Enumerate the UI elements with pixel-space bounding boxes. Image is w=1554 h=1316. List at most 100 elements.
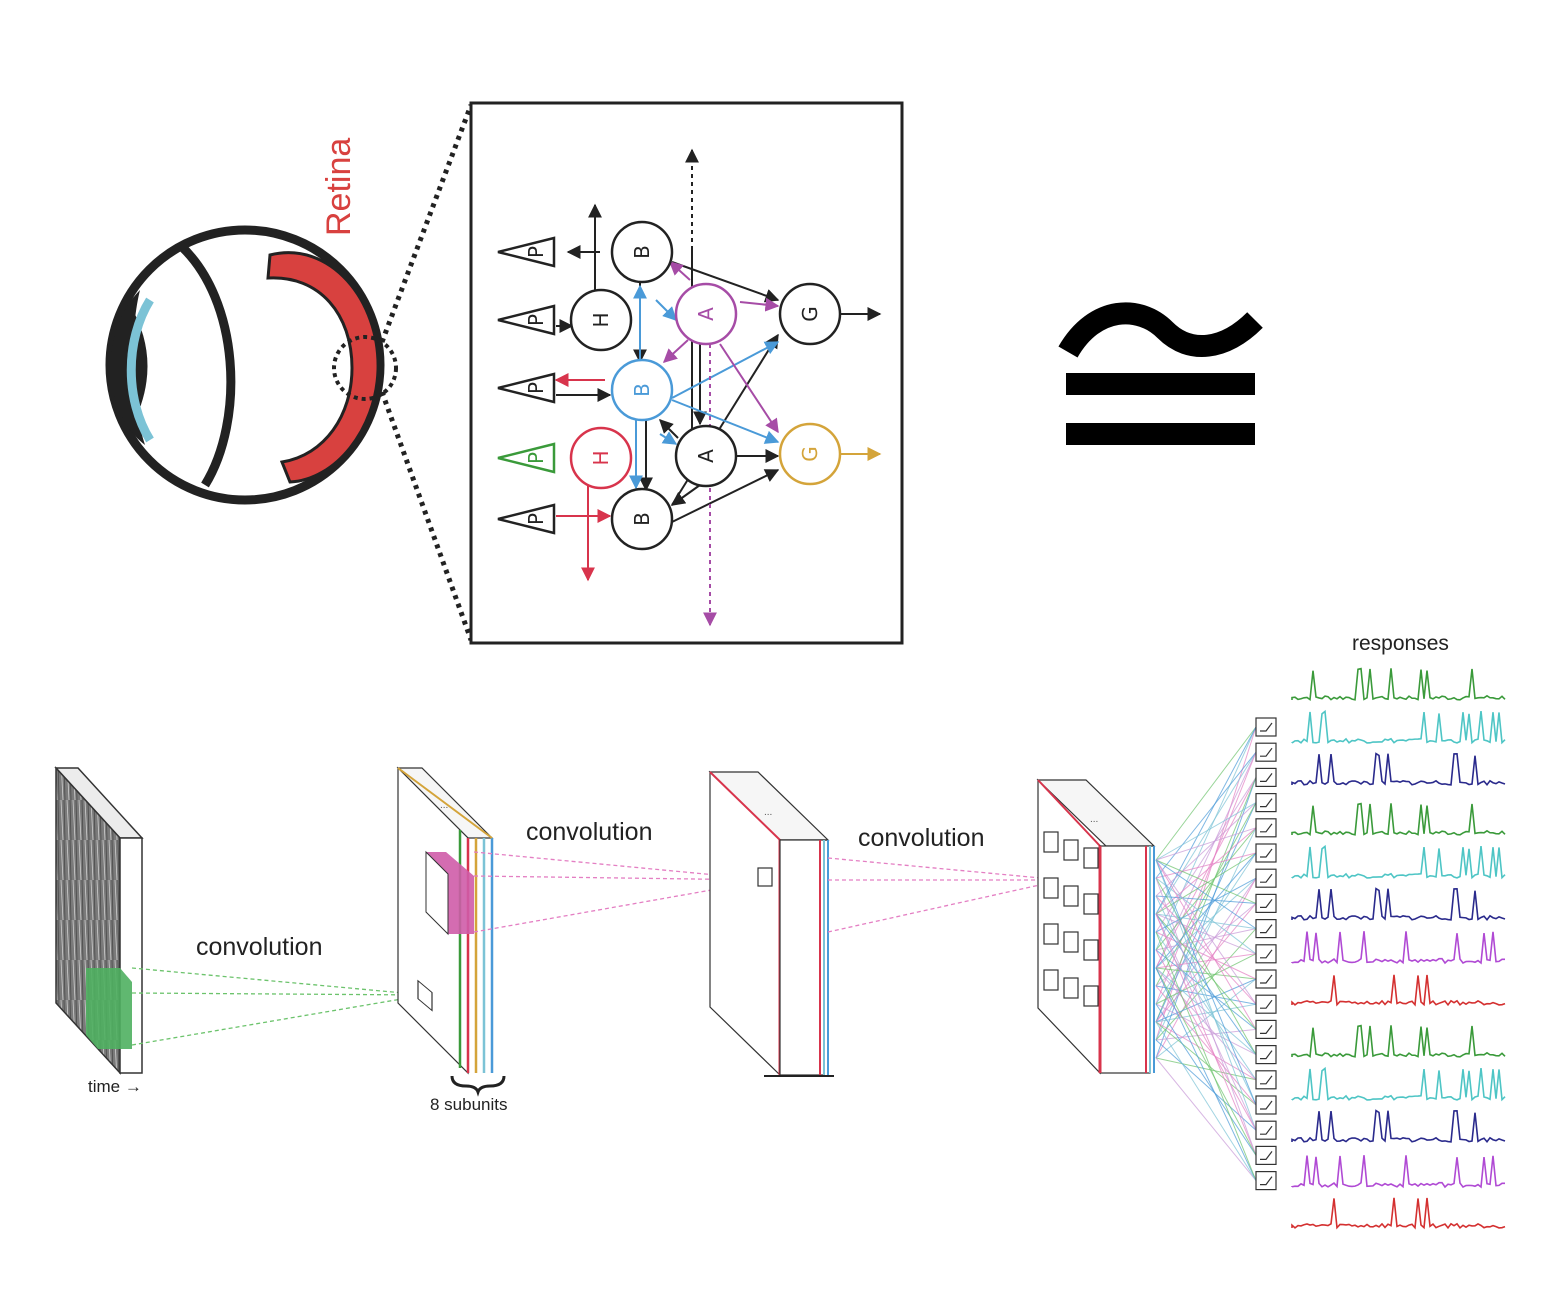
photoreceptor: P <box>497 503 556 535</box>
readout-connection <box>1155 967 1257 1055</box>
node-label: H <box>589 312 613 327</box>
readout-unit <box>1255 994 1277 1014</box>
circuit-node: G <box>778 282 842 346</box>
layer-3-body <box>1099 845 1151 1074</box>
readout-connection <box>1155 802 1257 1023</box>
readout-connection <box>1155 1039 1257 1131</box>
readout-units <box>1255 717 1277 1191</box>
approx-bar-bottom <box>1066 423 1255 445</box>
readout-connection <box>1155 777 1257 969</box>
layer-1-block: ... 8 subunits <box>396 766 508 1114</box>
conv-label-2: convolution <box>526 818 652 846</box>
layer-2-ellipsis: ... <box>764 807 772 818</box>
photoreceptor-label: P <box>524 382 548 394</box>
circuit-node: H <box>569 288 633 352</box>
readout-connection <box>1155 802 1257 861</box>
readout-connection <box>1155 1057 1257 1181</box>
readout-connection <box>1155 751 1257 879</box>
readout-unit <box>1255 944 1277 964</box>
readout-connection <box>1155 802 1257 897</box>
readout-connection <box>1155 913 1257 1055</box>
readout-connection <box>1155 931 1257 1181</box>
readout-unit <box>1255 1070 1277 1090</box>
readout-connection <box>1155 859 1257 1005</box>
readout-connection <box>1155 913 1257 955</box>
readout-connection <box>1155 1003 1257 1156</box>
response-trace <box>1291 887 1506 922</box>
photoreceptor: P <box>497 304 556 336</box>
node-label: H <box>589 450 613 465</box>
layer-3-unit <box>1043 831 1059 853</box>
circuit-nodes: B H A G B H A G B <box>569 220 842 551</box>
layer-3-unit <box>1063 977 1079 999</box>
subunits-label: 8 subunits <box>430 1095 508 1114</box>
readout-connection <box>1155 895 1257 1005</box>
readout-unit <box>1255 969 1277 989</box>
projection-lines-1 <box>131 967 426 1046</box>
layer-3-unit <box>1063 885 1079 907</box>
layer-3-unit <box>1083 985 1099 1007</box>
layer-2-body <box>779 839 825 1076</box>
readout-connection <box>1155 967 1257 1156</box>
approx-tilde <box>1058 302 1263 358</box>
retina-band <box>266 251 380 484</box>
readout-connection <box>1155 967 1257 1081</box>
photoreceptor: P <box>497 372 556 404</box>
readout-connection <box>1155 877 1257 955</box>
circuit-node: A <box>674 282 738 346</box>
circuit-node: B <box>610 220 674 284</box>
readout-connection <box>1155 928 1257 951</box>
conv-label-3: convolution <box>858 824 984 852</box>
readout-connection <box>1155 1021 1257 1106</box>
readout-connection <box>1155 852 1257 1005</box>
response-traces <box>1291 667 1506 1230</box>
stimulus-kernel <box>86 968 132 1049</box>
eyeball-outline <box>105 225 385 505</box>
readout-unit <box>1255 843 1277 863</box>
layer-3-units <box>1043 831 1099 1007</box>
photoreceptor-label: P <box>524 314 548 326</box>
photoreceptor-label: P <box>524 513 548 525</box>
photoreceptor-label: P <box>524 246 548 258</box>
circuit-node: B <box>610 487 674 551</box>
readout-unit <box>1255 767 1277 788</box>
retina-zoom-circle <box>332 335 398 401</box>
readout-connection <box>1155 827 1257 951</box>
node-label: B <box>630 383 654 397</box>
readout-connection <box>1155 895 1257 904</box>
readout-unit <box>1255 1145 1277 1166</box>
readout-connection <box>1155 967 1257 1181</box>
response-trace <box>1291 709 1506 745</box>
node-label: G <box>798 446 822 462</box>
layer-3-block: ... <box>1036 778 1156 1075</box>
readout-connection <box>1155 877 1257 1156</box>
readout-connection <box>1155 859 1257 1131</box>
readout-unit <box>1255 1170 1277 1191</box>
photoreceptor: P <box>497 236 556 268</box>
readout-connection <box>1155 752 1257 1005</box>
readout-connection <box>1155 777 1257 1059</box>
readout-unit <box>1255 792 1277 813</box>
readout-connection <box>1155 978 1257 1059</box>
subunits-brace <box>450 1075 506 1097</box>
readout-connection <box>1155 827 1257 861</box>
conv-label-1: convolution <box>196 933 322 961</box>
eye-inner-curve <box>176 241 236 488</box>
readout-unit <box>1255 818 1277 838</box>
readout-connection <box>1155 751 1257 969</box>
readout-connection <box>1155 852 1257 969</box>
readout-unit <box>1255 742 1277 762</box>
readout-connection <box>1155 859 1257 1030</box>
node-label: A <box>694 449 718 463</box>
node-label: G <box>798 306 822 322</box>
readout-connection <box>1155 913 1257 1030</box>
readout-connections <box>1155 726 1257 1181</box>
readout-connection <box>1155 949 1257 1030</box>
response-trace <box>1291 667 1506 702</box>
readout-connection <box>1155 931 1257 980</box>
circuit-node: A <box>674 424 738 488</box>
layer-2-unit <box>757 867 773 887</box>
layer-1-kernel-front <box>425 850 449 936</box>
